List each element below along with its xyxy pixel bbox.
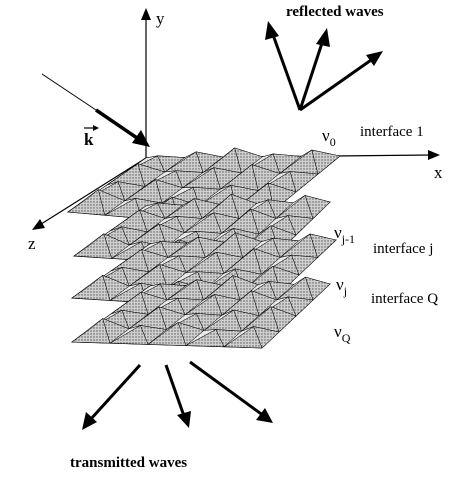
y-axis-label: y [156, 9, 165, 28]
surface-facet [111, 241, 142, 259]
surface-facet [109, 325, 141, 344]
transmitted-arrow-3 [189, 360, 265, 418]
surface-facet [164, 151, 197, 173]
surface-facet [182, 167, 215, 189]
surface-facet [275, 195, 306, 219]
surface-facet [221, 208, 252, 234]
surface-facet [241, 306, 272, 332]
reflected-arrow-3 [299, 56, 375, 112]
incident-wave-arrow [95, 108, 141, 142]
surface-facet [110, 249, 142, 272]
transmitted-arrow-1 [88, 363, 142, 422]
surface-facet [104, 198, 136, 216]
interface-surface [70, 275, 332, 349]
interface-layers [66, 147, 342, 349]
surface-facet [128, 306, 160, 330]
surface-facet [185, 329, 216, 346]
surface-facet [73, 233, 104, 257]
surface-facet [166, 313, 197, 330]
surface-facet [258, 215, 289, 235]
z-axis-arrow-icon [32, 219, 45, 230]
surface-facet [201, 194, 232, 219]
surface-facet [71, 275, 103, 299]
interface-q-label: interface Q [371, 291, 438, 307]
wavevector-overarrow-head-icon [93, 125, 99, 131]
surface-facet [184, 294, 215, 316]
surface-facet [236, 182, 269, 208]
wavevector-label: k [84, 130, 94, 149]
reflected-arrow-2 [298, 39, 325, 111]
surface-facet [204, 268, 236, 290]
surface-facet [129, 264, 160, 287]
surface-facet [205, 232, 236, 258]
surface-facet [202, 147, 235, 173]
surface-facet [109, 209, 140, 232]
reflected-arrow-1 [270, 31, 302, 111]
transmitted-arrow-3-head-icon [256, 408, 273, 423]
z-axis [37, 157, 147, 227]
reflected-waves-label: reflected waves [286, 4, 384, 20]
surface-facet [279, 149, 312, 174]
surface-facet [147, 322, 179, 345]
surface-facet [223, 326, 254, 348]
interface-1-label: interface 1 [360, 124, 424, 140]
z-axis-label: z [28, 234, 36, 253]
surface-facet [67, 189, 99, 213]
surface-facet [110, 291, 142, 315]
transmitted-arrow-2 [164, 364, 186, 417]
x-axis-arrow-icon [428, 150, 440, 160]
transmitted-arrow-1-head-icon [82, 412, 97, 430]
nu-j-1-label: νj-1 [334, 223, 355, 246]
reflected-arrow-1-head-icon [265, 21, 279, 40]
nu-0-label: ν0 [322, 126, 336, 149]
surface-facet [67, 189, 106, 216]
reflected-arrow-3-head-icon [366, 51, 383, 66]
surface-facet [167, 236, 199, 258]
surface-facet [106, 163, 138, 186]
x-axis-label: x [434, 163, 443, 182]
nu-j-label: νj [336, 275, 347, 298]
transmitted-arrow-2-head-icon [177, 411, 191, 428]
surface-facet [164, 198, 195, 219]
surface-facet [276, 276, 306, 301]
transmitted-waves-label: transmitted waves [70, 455, 187, 471]
surface-facet [166, 279, 197, 301]
surface-facet [199, 184, 231, 206]
surface-facet [221, 290, 252, 316]
surface-facet [223, 248, 255, 274]
surface-facet [184, 212, 214, 233]
surface-facet [220, 164, 253, 190]
incident-arrow-head-icon [132, 130, 150, 147]
surface-facet [124, 179, 156, 202]
reflected-arrow-2-head-icon [316, 28, 330, 47]
surface-facet [203, 275, 234, 301]
nu-q-label: νQ [334, 322, 351, 345]
interface-j-label: interface j [373, 241, 433, 257]
surface-facet [186, 252, 217, 273]
surface-facet [129, 223, 160, 246]
surface-facet [109, 283, 141, 301]
surface-facet [279, 233, 311, 258]
surface-facet [147, 298, 178, 315]
surface-facet [71, 318, 103, 343]
surface-facet [203, 309, 234, 331]
y-axis-arrow-icon [141, 8, 151, 20]
surface-facet [148, 255, 180, 273]
